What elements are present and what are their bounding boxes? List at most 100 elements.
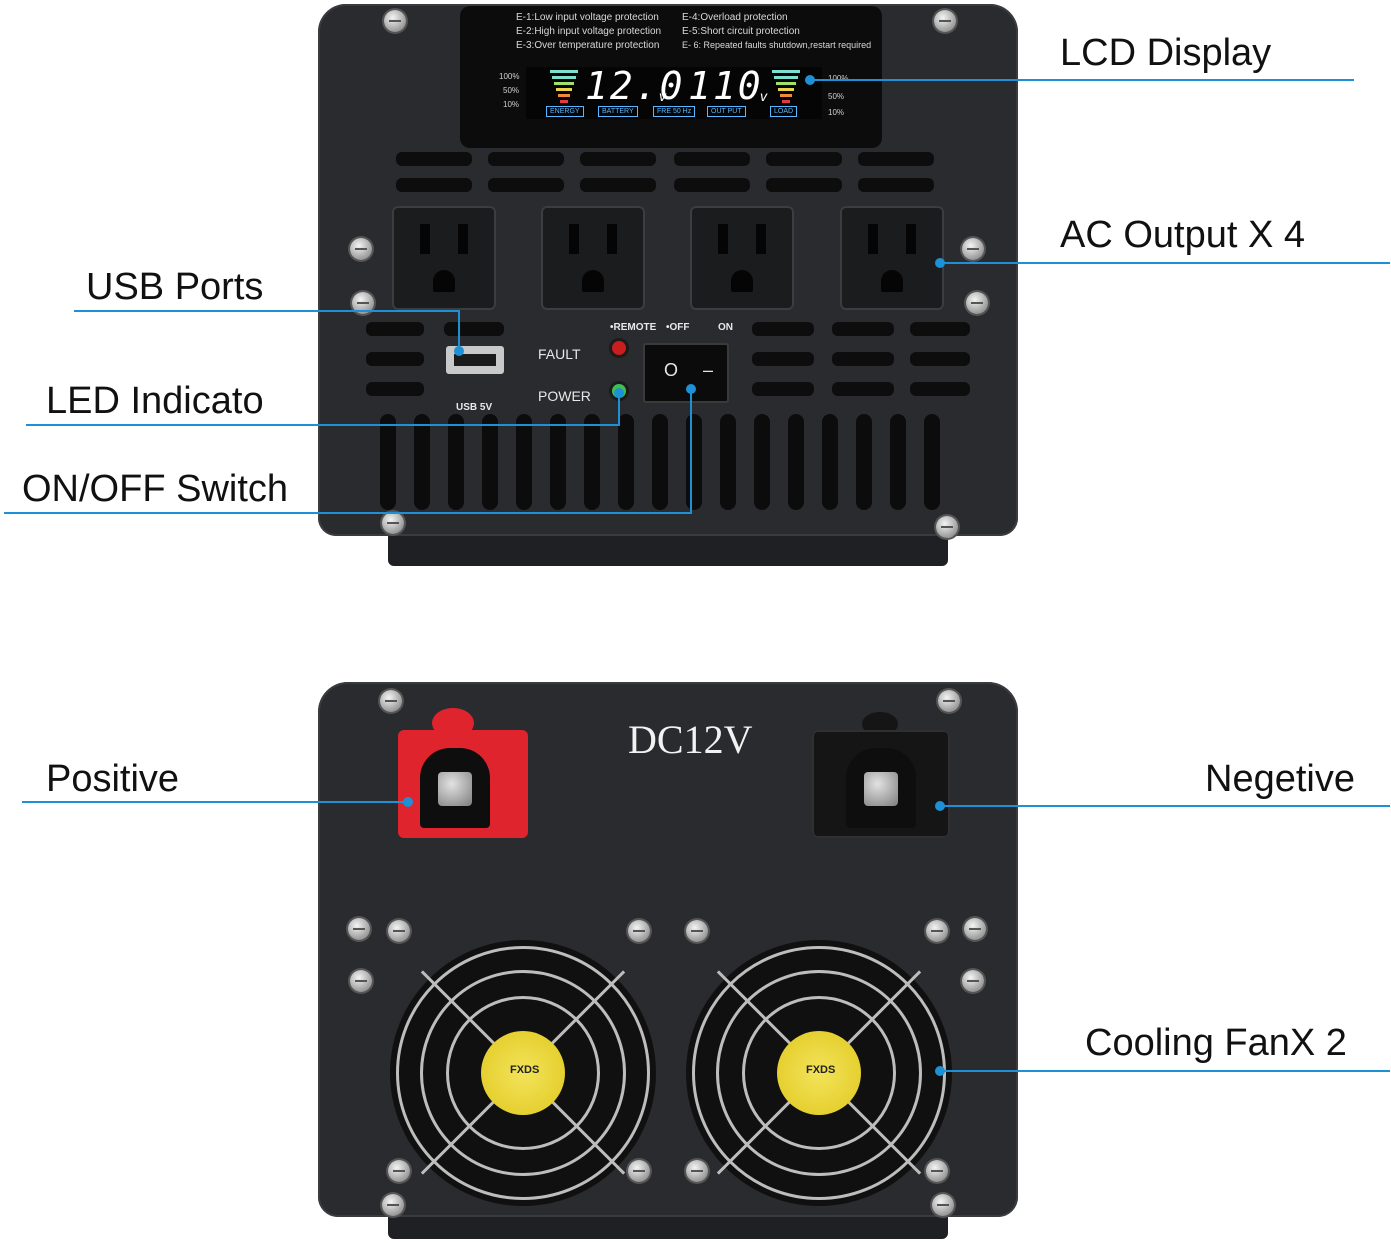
fan-hub xyxy=(777,1031,861,1115)
input-voltage-readout: 12.0 xyxy=(585,64,685,108)
vent-slot xyxy=(366,382,424,396)
power-switch[interactable] xyxy=(643,343,729,403)
vent-slot xyxy=(488,178,564,192)
fan-hub xyxy=(481,1031,565,1115)
outlet-blade xyxy=(420,224,430,254)
leader-line xyxy=(812,79,1354,81)
load-bar xyxy=(780,94,792,97)
screw-icon xyxy=(936,516,958,538)
vent-slot xyxy=(858,152,934,166)
ac-outlet[interactable] xyxy=(690,206,794,310)
callout-led-indicator: LED Indicato xyxy=(46,380,264,422)
screw-icon xyxy=(926,920,948,942)
vent-slot xyxy=(652,414,668,510)
vent-slot xyxy=(752,322,814,336)
screw-icon xyxy=(348,918,370,940)
vent-slot xyxy=(580,178,656,192)
leader-dot xyxy=(805,75,815,85)
vent-slot xyxy=(550,414,566,510)
screw-icon xyxy=(382,512,404,534)
vent-slot xyxy=(910,322,970,336)
positive-terminal[interactable] xyxy=(398,730,528,838)
screw-icon xyxy=(686,1160,708,1182)
outlet-blade xyxy=(607,224,617,254)
vent-slot xyxy=(890,414,906,510)
screw-icon xyxy=(962,970,984,992)
vent-slot xyxy=(488,152,564,166)
vent-slot xyxy=(584,414,600,510)
negative-terminal[interactable] xyxy=(812,730,950,838)
fan-grill-ring xyxy=(742,996,896,1150)
vent-slot xyxy=(910,382,970,396)
leader-dot xyxy=(403,797,413,807)
leader-dot xyxy=(935,801,945,811)
outlet-ground xyxy=(881,270,903,292)
lcd-label-frequency: FRE 50 Hz xyxy=(653,106,696,117)
switch-symbol: O – xyxy=(664,360,724,380)
front-mounting-base xyxy=(388,536,948,566)
load-bar xyxy=(778,88,794,91)
cooling-fan: FXDS xyxy=(686,940,952,1206)
load-bar xyxy=(774,76,798,79)
energy-bar xyxy=(558,94,570,97)
screw-icon xyxy=(628,1160,650,1182)
callout-positive: Positive xyxy=(46,758,180,800)
callout-on-off-switch: ON/OFF Switch xyxy=(22,468,289,510)
load-scale-50: 50% xyxy=(828,92,845,101)
remote-label: •REMOTE xyxy=(610,322,657,333)
vent-slot xyxy=(856,414,872,510)
cooling-fan: FXDS xyxy=(390,940,656,1206)
fan-grill-ring xyxy=(396,946,650,1200)
vent-slot xyxy=(414,414,430,510)
energy-bar xyxy=(550,70,578,73)
on-label: ON xyxy=(718,322,733,333)
vent-slot xyxy=(448,414,464,510)
leader-dot xyxy=(935,258,945,268)
outlet-blade xyxy=(868,224,878,254)
screw-icon xyxy=(384,10,406,32)
energy-scale-50: 50% xyxy=(503,86,520,95)
vent-slot xyxy=(788,414,804,510)
leader-line xyxy=(618,394,620,426)
leader-dot xyxy=(935,1066,945,1076)
ac-outlet[interactable] xyxy=(392,206,496,310)
screw-icon xyxy=(350,238,372,260)
lcd-label-energy: ENERGY xyxy=(546,106,584,117)
fault-led-icon xyxy=(612,341,626,355)
load-scale-10: 10% xyxy=(828,108,845,117)
leader-line xyxy=(940,1070,1390,1072)
fault-label: FAULT xyxy=(538,346,581,362)
vent-slot xyxy=(444,322,504,336)
vent-slot xyxy=(720,414,736,510)
screw-icon xyxy=(938,690,960,712)
ac-outlet[interactable] xyxy=(840,206,944,310)
output-voltage-readout: 110 xyxy=(688,64,763,108)
screw-icon xyxy=(380,690,402,712)
vent-slot xyxy=(516,414,532,510)
vent-slot xyxy=(910,352,970,366)
vent-slot xyxy=(396,152,472,166)
vent-slot xyxy=(674,178,750,192)
vent-slot xyxy=(366,322,424,336)
energy-scale-10: 10% xyxy=(503,100,520,109)
ac-outlet[interactable] xyxy=(541,206,645,310)
fan-grill-ring xyxy=(716,970,922,1176)
screw-icon xyxy=(388,1160,410,1182)
usb-label: USB 5V xyxy=(456,402,493,413)
error-code-e5: E-5:Short circuit protection xyxy=(682,26,800,37)
leader-line xyxy=(26,424,620,426)
leader-line xyxy=(940,262,1390,264)
outlet-blade xyxy=(756,224,766,254)
lcd-label-battery: BATTERY xyxy=(598,106,638,117)
load-bar xyxy=(782,100,790,103)
vent-slot xyxy=(396,178,472,192)
vent-slot xyxy=(822,414,838,510)
power-label: POWER xyxy=(538,388,591,404)
leader-dot xyxy=(614,388,624,398)
leader-line xyxy=(4,512,692,514)
load-bar xyxy=(772,70,800,73)
screw-icon xyxy=(926,1160,948,1182)
leader-line xyxy=(940,805,1390,807)
callout-lcd-display: LCD Display xyxy=(1060,32,1272,74)
vent-slot xyxy=(674,152,750,166)
